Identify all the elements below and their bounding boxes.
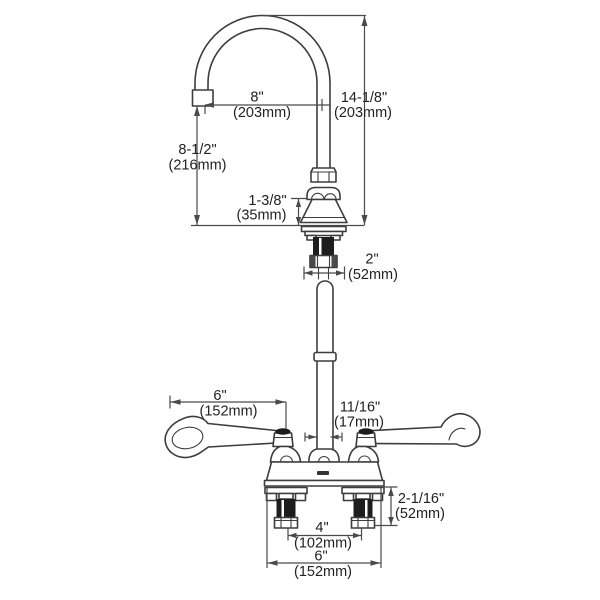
dim-lines-spout-base-width (303, 266, 346, 280)
dim-lines-overall-height (263, 14, 368, 226)
label-riser-diameter-inches: 11/16" (340, 400, 380, 416)
valve-bonnet-left (269, 445, 302, 463)
mounting-nut-left (273, 516, 299, 529)
washer-tab-left-inner (294, 492, 307, 502)
dim-lines-faucet-centers (287, 528, 363, 541)
coupling-nut (310, 167, 337, 183)
wrist-blade-right (372, 412, 481, 448)
handle-hub-right (355, 432, 377, 448)
dim-lines-handle-length (169, 395, 287, 429)
handle-screw-cap-left (275, 428, 291, 435)
handle-screw-cap-right (358, 428, 374, 435)
coupling-nut-facets (310, 171, 337, 183)
supply-shank-left (276, 499, 296, 518)
riser-tube-outline (316, 280, 334, 453)
label-base-width-inches: 6" (314, 549, 327, 565)
spout-outer-contour (194, 14, 331, 169)
label-spout-clearance-metric: (216mm) (168, 158, 226, 174)
label-faucet-centers-metric: (102mm) (294, 536, 352, 552)
mounting-nut-right (350, 516, 376, 529)
label-handle-length-inches: 6" (213, 388, 226, 404)
mounting-hardware-right (341, 486, 385, 529)
wrist-blade-left-hole (171, 426, 204, 450)
escutcheon-body (299, 198, 348, 224)
supply-shank-left-highlight (281, 500, 284, 517)
dimension-labels: 8" (203mm) 14-1/8" (203mm) 8-1/2" (216mm… (168, 90, 444, 581)
riser-tube (313, 280, 337, 453)
riser-coupling-band (313, 351, 337, 362)
label-spout-reach-metric: (203mm) (233, 105, 291, 121)
lock-nut-shade-left (310, 256, 316, 267)
spout-base-assembly (299, 167, 348, 280)
aerator-outlet (191, 89, 214, 107)
spout-socket-arch (317, 456, 331, 463)
dim-lines-spout-clearance (191, 106, 364, 227)
washer-tab-left-outer (265, 492, 278, 502)
valve-bonnet-left-arch (279, 455, 294, 463)
brand-mark (317, 471, 329, 475)
washer-tab-right-inner (342, 492, 355, 502)
mounting-hardware-left (264, 486, 308, 529)
handle-left (164, 415, 302, 463)
label-handle-length-metric: (152mm) (199, 404, 257, 420)
dim-lines-spout-base-height (291, 197, 307, 226)
washer-center-left (278, 492, 294, 500)
bonnet-cap (306, 186, 341, 201)
label-below-deck-metric: (52mm) (395, 506, 445, 522)
mounting-washer-left (264, 486, 308, 495)
faucet-body (263, 461, 385, 487)
label-spout-base-height-inches: 1-3/8" (248, 193, 286, 209)
label-spout-base-width-metric: (52mm) (348, 267, 398, 283)
supply-shank-right-highlight (365, 500, 368, 517)
label-spout-reach-inches: 8" (250, 90, 263, 106)
dim-lines-below-deck (374, 486, 398, 527)
label-spout-clearance-inches: 8-1/2" (178, 142, 216, 158)
wrist-blade-left (164, 415, 277, 459)
label-faucet-centers-inches: 4" (315, 520, 328, 536)
spout-inner-contour (207, 27, 318, 169)
valve-bonnet-right-arch (357, 455, 372, 463)
deck-flange (263, 479, 385, 487)
spout-socket (308, 448, 340, 463)
lock-nut-facets (316, 255, 331, 268)
washer-center-right (355, 492, 371, 500)
mounting-nut-right-facets (350, 517, 376, 529)
wrist-blade-right-curl (448, 427, 466, 441)
base-plate-band (304, 230, 344, 237)
dim-lines-spout-reach (204, 99, 330, 114)
threaded-shank-highlight (319, 238, 322, 256)
bonnet-cap-lobes (310, 192, 337, 201)
label-below-deck-inches: 2-1/16" (398, 491, 444, 507)
lock-nut (309, 254, 338, 269)
supply-shank-right (353, 499, 373, 518)
label-spout-base-height-metric: (35mm) (237, 208, 287, 224)
handle-hub-left (272, 432, 294, 448)
label-riser-diameter-metric: (17mm) (334, 415, 384, 431)
label-spout-base-width-inches: 2" (365, 252, 378, 268)
lock-nut-shade-right (331, 256, 337, 267)
handle-right (347, 412, 481, 463)
mounting-washer-right (341, 486, 385, 495)
valve-bonnet-right (347, 445, 380, 463)
dim-lines-riser-diameter (304, 432, 343, 442)
label-overall-height-inches: 14-1/8" (341, 90, 387, 106)
mounting-nut-left-facets (273, 517, 299, 529)
label-base-width-metric: (152mm) (294, 564, 352, 580)
dim-lines-base-width (266, 487, 382, 568)
spout-socket-body (308, 448, 340, 463)
threaded-shank (313, 237, 334, 257)
gooseneck-spout (191, 14, 331, 169)
label-overall-height-metric: (203mm) (334, 105, 392, 121)
washer-tab-right-outer (371, 492, 384, 502)
